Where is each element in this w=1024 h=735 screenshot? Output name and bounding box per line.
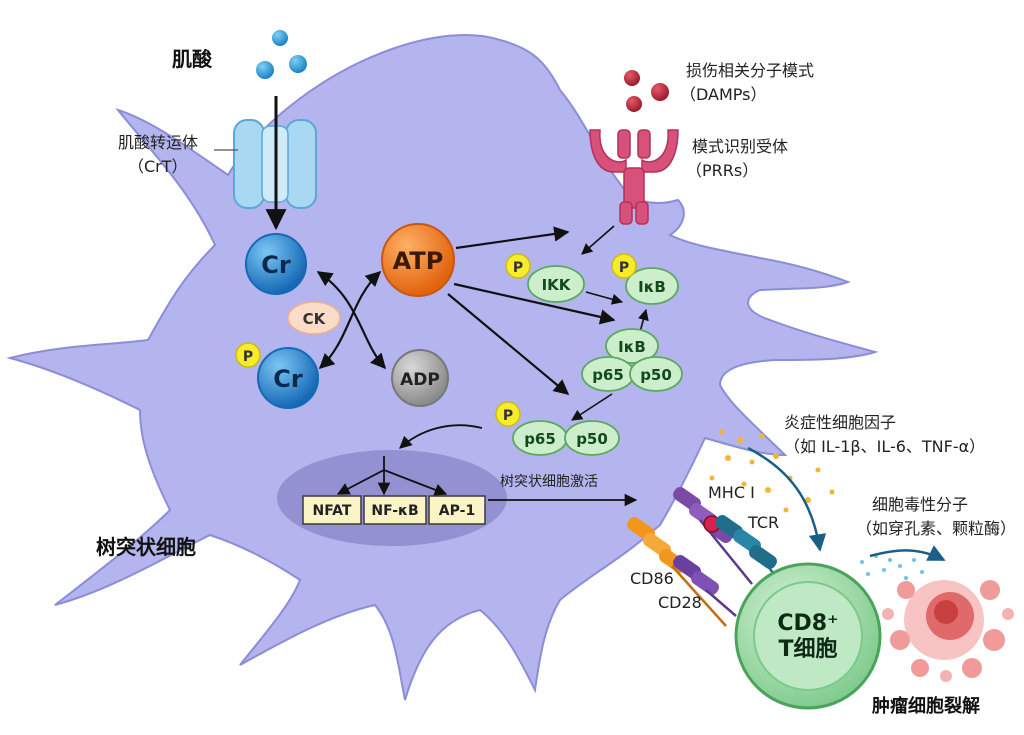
- adp-node: [391, 349, 449, 407]
- complex-p50-label: p50: [640, 366, 672, 384]
- branch-nfat: [336, 469, 385, 495]
- mhc-label: MHC I: [708, 483, 755, 502]
- prrs-label-line1: 模式识别受体: [692, 137, 788, 156]
- tf-box-ap1: AP-1: [428, 495, 486, 525]
- prrs-label-line2: （PRRs）: [686, 161, 758, 180]
- cytotoxic-label-line1: 细胞毒性分子: [872, 495, 968, 514]
- ikb-node: [625, 267, 679, 305]
- ikk-node: [527, 265, 585, 303]
- damps-label-line2: （DAMPs）: [680, 85, 767, 104]
- cd8-label-line1: CD8⁺: [777, 611, 838, 636]
- tf-box-nfkb: NF-κB: [363, 495, 427, 525]
- atp-to-p65-arrow: [447, 293, 570, 395]
- atp-to-ikk-arrow: [455, 226, 570, 250]
- damps-label-line1: 损伤相关分子模式: [686, 61, 814, 80]
- adp-label: ADP: [400, 370, 440, 390]
- phospho-badge-label: P: [243, 349, 253, 365]
- mhc-receptor: [673, 487, 753, 585]
- phospho-badge: [235, 342, 261, 368]
- atp-to-pcr-arrow: [318, 270, 382, 370]
- prr-receptor: [589, 129, 679, 225]
- dimer-p65-label: p65: [524, 430, 556, 448]
- cd8-t-cell-core: [753, 581, 863, 691]
- ikk-to-ikb-arrow: [585, 291, 624, 305]
- prr-to-ikk-arrow: [581, 225, 615, 255]
- cd28-label: CD28: [658, 593, 702, 612]
- activation-label: 树突状细胞激活: [500, 473, 598, 490]
- dendritic-cell-label: 树突状细胞: [96, 535, 196, 559]
- dimer-to-nucleus-arrow: [399, 424, 483, 449]
- complex-to-ikb-arrow: [637, 308, 649, 333]
- cd28-receptor: [673, 555, 737, 617]
- tumor-cell-lysis: [882, 580, 1014, 682]
- crt-label-line1: 肌酸转运体: [118, 133, 198, 152]
- dimer-phospho-badge: [495, 401, 521, 427]
- cd86-label: CD86: [630, 569, 674, 588]
- atp-label: ATP: [393, 247, 444, 275]
- damps-molecules: [624, 70, 669, 112]
- phosphocreatine-node: [257, 347, 319, 409]
- cd8-label-line2: T细胞: [778, 636, 837, 662]
- cr-label: Cr: [261, 251, 291, 279]
- cytotoxic-arrow: [869, 545, 946, 562]
- cytokines-label-line2: （如 IL-1β、IL-6、TNF-α）: [784, 437, 985, 456]
- atp-node: [381, 223, 455, 297]
- nfkb-dimer: [512, 420, 620, 456]
- tcr-label: TCR: [747, 513, 779, 532]
- complex-to-dimer-arrow: [571, 393, 613, 421]
- ck-label: CK: [303, 310, 327, 328]
- tf-box-nfat: NFAT: [302, 495, 362, 525]
- cytotoxic-particles: [860, 554, 924, 580]
- complex-ikb-label: IκB: [618, 338, 646, 356]
- atp-to-complex-arrow: [453, 282, 616, 325]
- cr-node: [245, 233, 307, 295]
- creatine-molecules: [256, 30, 307, 79]
- cytokine-arrow: [747, 446, 827, 552]
- dimer-p50-label: p50: [576, 430, 608, 448]
- dimer-phospho-label: P: [503, 408, 513, 424]
- branch-ap1: [383, 469, 448, 496]
- ikk-phospho-badge: [505, 253, 531, 279]
- creatine-label: 肌酸: [172, 47, 213, 71]
- ikk-phospho-label: P: [513, 260, 523, 276]
- tf-label-nfkb: NF-κB: [371, 503, 418, 519]
- complex-p65-label: p65: [592, 366, 624, 384]
- tumor-lysis-label: 肿瘤细胞裂解: [872, 695, 980, 717]
- ikb-nfkb-complex: [581, 328, 683, 392]
- cytokines-label-line1: 炎症性细胞因子: [784, 413, 896, 432]
- cytotoxic-label-line2: （如穿孔素、颗粒酶）: [856, 519, 1016, 538]
- tf-label-ap1: AP-1: [439, 503, 475, 519]
- crt-label-line2: （CrT）: [128, 157, 188, 176]
- tf-label-nfat: NFAT: [313, 503, 352, 519]
- tcr-receptor: [715, 515, 781, 583]
- ikb-label: IκB: [638, 278, 666, 296]
- ikk-label: IKK: [542, 276, 572, 294]
- ikb-phospho-label: P: [619, 260, 629, 276]
- phosphocreatine-label: Cr: [273, 365, 303, 393]
- ikb-phospho-badge: [611, 253, 637, 279]
